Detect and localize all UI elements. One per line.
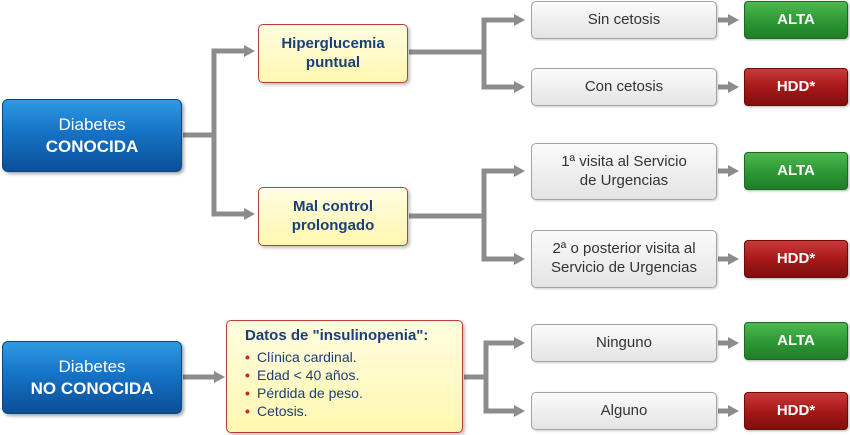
connector-hiperglucemia-branch [409,17,514,90]
list-item-text: Edad < 40 años. [257,366,360,383]
node-posterior-visita-line1: 2ª o posterior visita al [552,240,696,258]
node-con-cetosis-label: Con cetosis [584,77,664,95]
outcome-hdd-label: HDD* [776,401,816,419]
node-diabetes-conocida-line2: CONOCIDA [45,136,139,156]
node-con-cetosis: Con cetosis [531,68,717,106]
node-diabetes-no-conocida: Diabetes NO CONOCIDA [2,341,182,414]
outcome-alta: ALTA [744,1,848,39]
node-alguno: Alguno [531,392,717,430]
node-primera-visita-line1: 1ª visita al Servicio [561,152,687,170]
bullet-icon: • [245,366,250,383]
node-mal-control-line1: Mal control [292,197,373,215]
node-ninguno: Ninguno [531,324,717,362]
insulinopenia-title: Datos de "insulinopenia": [245,327,429,344]
node-mal-control-line2: prolongado [291,216,375,234]
arrowhead [728,81,739,93]
outcome-hdd: HDD* [744,68,848,106]
node-hiperglucemia-line1: Hiperglucemia [281,34,385,52]
arrowhead [244,45,255,57]
list-item: • Edad < 40 años. [245,366,363,384]
arrowhead [728,253,739,265]
arrowhead [728,165,739,177]
outcome-alta-label: ALTA [777,10,815,28]
arrowhead [728,337,739,349]
list-item-text: Cetosis. [257,402,308,419]
node-diabetes-no-conocida-line1: Diabetes [58,357,126,377]
connector-insulinopenia-branch [464,340,514,414]
node-ninguno-label: Ninguno [596,333,652,351]
node-sin-cetosis: Sin cetosis [531,1,717,39]
node-primera-visita: 1ª visita al Servicio de Urgencias [531,143,717,200]
arrowhead [514,14,525,26]
arrowhead [728,405,739,417]
node-diabetes-no-conocida-line2: NO CONOCIDA [30,378,154,398]
node-posterior-visita: 2ª o posterior visita al Servicio de Urg… [531,230,717,288]
node-primera-visita-line2: de Urgencias [579,171,669,189]
list-item-text: Pérdida de peso. [257,384,363,401]
list-item: • Clínica cardinal. [245,348,363,366]
bullet-icon: • [245,402,250,419]
outcome-hdd: HDD* [744,392,848,430]
node-hiperglucemia-puntual: Hiperglucemia puntual [258,24,408,83]
node-alguno-label: Alguno [600,401,648,419]
node-datos-insulinopenia: Datos de "insulinopenia": • Clínica cardi… [226,320,463,433]
list-item: • Pérdida de peso. [245,384,363,402]
outcome-hdd: HDD* [744,240,848,278]
connector-malcontrol-branch [409,168,514,262]
connector-conocida-branch [183,48,244,217]
arrowhead [514,165,525,177]
bullet-icon: • [245,384,250,401]
node-posterior-visita-line2: Servicio de Urgencias [551,259,697,276]
bullet-icon: • [245,348,250,365]
node-sin-cetosis-label: Sin cetosis [587,10,661,28]
arrowhead [514,81,525,93]
outcome-alta-label: ALTA [777,331,815,349]
list-item-text: Clínica cardinal. [257,348,357,365]
arrowhead [514,405,525,417]
arrowhead [728,14,739,26]
outcome-alta: ALTA [744,152,848,190]
arrowhead [244,208,255,220]
outcome-hdd-label: HDD* [776,77,816,95]
arrowhead [514,337,525,349]
node-mal-control-prolongado: Mal control prolongado [258,187,408,246]
outcome-alta: ALTA [744,322,848,360]
node-diabetes-conocida-line1: Diabetes [58,115,126,135]
node-hiperglucemia-line2: puntual [305,53,361,71]
insulinopenia-list: • Clínica cardinal. • Edad < 40 años. • Pér… [245,348,363,420]
outcome-hdd-label: HDD* [776,249,816,267]
arrowhead [214,371,225,383]
arrowhead [514,253,525,265]
node-diabetes-conocida: Diabetes CONOCIDA [2,99,182,172]
outcome-alta-label: ALTA [777,161,815,179]
list-item: • Cetosis. [245,402,363,420]
